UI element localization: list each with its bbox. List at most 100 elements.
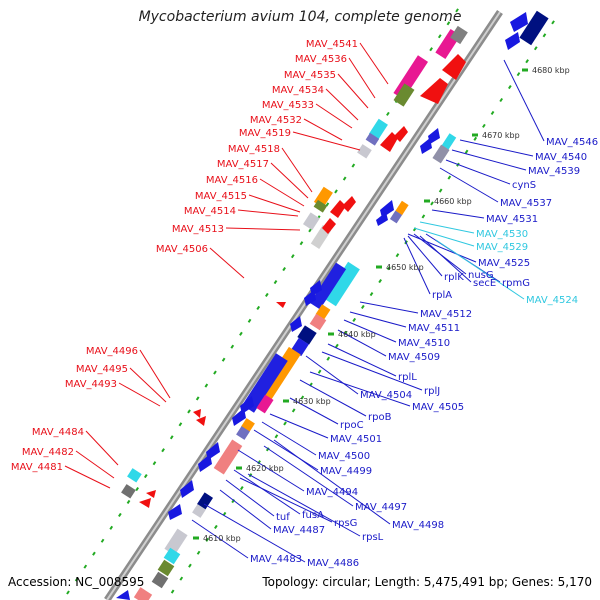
gene-block[interactable]	[368, 118, 388, 140]
gene-block[interactable]	[393, 83, 415, 107]
gene-label[interactable]: MAV_4483	[250, 554, 302, 565]
gene-block[interactable]	[309, 313, 327, 331]
gene-label[interactable]: rplA	[432, 290, 452, 301]
gene-label[interactable]: MAV_4505	[412, 402, 464, 413]
gene-label[interactable]: MAV_4535	[284, 70, 336, 81]
gene-arrow[interactable]	[380, 200, 394, 218]
gene-label[interactable]: MAV_4540	[535, 152, 587, 163]
gene-label[interactable]: rplL	[398, 372, 417, 383]
gene-block[interactable]	[313, 199, 328, 213]
gene-label[interactable]: MAV_4530	[476, 229, 528, 240]
gene-arrow[interactable]	[428, 128, 440, 144]
gene-label[interactable]: MAV_4509	[388, 352, 440, 363]
gene-arrow[interactable]	[342, 196, 356, 212]
gene-label[interactable]: nusG	[468, 270, 494, 281]
gene-label[interactable]: rplK	[444, 272, 464, 283]
gene-label[interactable]: MAV_4497	[355, 502, 407, 513]
gene-label[interactable]: MAV_4529	[476, 242, 528, 253]
gene-label[interactable]: rplJ	[424, 386, 440, 397]
gene-block[interactable]	[389, 210, 403, 224]
gene-label[interactable]: MAV_4525	[478, 258, 530, 269]
gene-arrow[interactable]	[442, 54, 466, 80]
gene-arrow[interactable]	[420, 138, 432, 154]
gene-block[interactable]	[395, 200, 409, 216]
gene-label[interactable]: MAV_4533	[262, 100, 314, 111]
gene-block[interactable]	[133, 587, 153, 600]
gene-block[interactable]	[213, 439, 243, 475]
gene-label[interactable]: MAV_4546	[546, 137, 598, 148]
gene-arrow[interactable]	[193, 409, 201, 418]
gene-label[interactable]: MAV_4500	[318, 451, 370, 462]
gene-block[interactable]	[151, 571, 169, 589]
gene-arrow[interactable]	[146, 490, 156, 498]
gene-label[interactable]: MAV_4484	[32, 427, 84, 438]
gene-block[interactable]	[192, 504, 206, 518]
gene-label[interactable]: fusA	[302, 510, 324, 521]
gene-block[interactable]	[309, 262, 347, 310]
gene-block[interactable]	[121, 484, 136, 499]
gene-label[interactable]: MAV_4511	[408, 323, 460, 334]
gene-label[interactable]: MAV_4504	[360, 390, 412, 401]
gene-arrow[interactable]	[505, 32, 520, 50]
gene-block[interactable]	[432, 144, 450, 164]
gene-block[interactable]	[242, 353, 288, 413]
gene-block[interactable]	[302, 212, 320, 231]
gene-label[interactable]: MAV_4514	[184, 206, 236, 217]
gene-label[interactable]: MAV_4510	[398, 338, 450, 349]
gene-label[interactable]: MAV_4496	[86, 346, 138, 357]
gene-arrow[interactable]	[290, 316, 302, 332]
gene-label[interactable]: MAV_4516	[206, 175, 258, 186]
gene-block[interactable]	[163, 547, 181, 565]
gene-label[interactable]: MAV_4493	[65, 379, 117, 390]
gene-label[interactable]: rpmG	[502, 278, 530, 289]
gene-label[interactable]: MAV_4537	[500, 198, 552, 209]
gene-arrow[interactable]	[276, 302, 286, 308]
gene-label[interactable]: MAV_4513	[172, 224, 224, 235]
gene-block[interactable]	[365, 132, 380, 146]
gene-label[interactable]: MAV_4498	[392, 520, 444, 531]
gene-label[interactable]: MAV_4506	[156, 244, 208, 255]
gene-label[interactable]: MAV_4534	[272, 85, 324, 96]
gene-block[interactable]	[236, 426, 250, 440]
gene-arrow[interactable]	[380, 132, 398, 152]
gene-arrow[interactable]	[510, 12, 528, 32]
gene-label[interactable]: MAV_4499	[320, 466, 372, 477]
gene-arrow[interactable]	[420, 78, 448, 104]
gene-label[interactable]: rpsL	[362, 532, 384, 543]
gene-arrow[interactable]	[232, 408, 246, 426]
gene-arrow[interactable]	[330, 200, 346, 218]
gene-label[interactable]: MAV_4515	[195, 191, 247, 202]
gene-label[interactable]: rpoB	[368, 412, 392, 423]
gene-label[interactable]: MAV_4541	[306, 39, 358, 50]
gene-label[interactable]: tuf	[276, 512, 290, 523]
gene-arrow[interactable]	[376, 212, 388, 226]
gene-label[interactable]: MAV_4524	[526, 295, 578, 306]
gene-label[interactable]: MAV_4536	[295, 54, 347, 65]
gene-label[interactable]: MAV_4495	[76, 364, 128, 375]
gene-arrow[interactable]	[198, 454, 212, 472]
gene-arrow[interactable]	[139, 498, 151, 508]
gene-label[interactable]: MAV_4518	[228, 144, 280, 155]
gene-block[interactable]	[519, 10, 549, 46]
gene-label[interactable]: MAV_4482	[22, 447, 74, 458]
gene-arrow[interactable]	[116, 590, 130, 600]
gene-label[interactable]: MAV_4532	[250, 115, 302, 126]
gene-label[interactable]: MAV_4487	[273, 525, 325, 536]
gene-arrow[interactable]	[394, 126, 408, 142]
gene-label[interactable]: cynS	[512, 180, 536, 191]
gene-block[interactable]	[450, 25, 468, 45]
gene-block[interactable]	[256, 394, 274, 414]
gene-block[interactable]	[357, 144, 372, 159]
gene-arrow[interactable]	[168, 504, 182, 520]
gene-label[interactable]: MAV_4486	[307, 558, 359, 569]
gene-label[interactable]: MAV_4494	[306, 487, 358, 498]
gene-label[interactable]: MAV_4501	[330, 434, 382, 445]
gene-block[interactable]	[196, 492, 214, 510]
gene-label[interactable]: MAV_4539	[528, 166, 580, 177]
gene-label[interactable]: rpoC	[340, 420, 364, 431]
gene-block[interactable]	[157, 559, 175, 577]
gene-label[interactable]: secE	[473, 278, 496, 289]
gene-block[interactable]	[297, 325, 317, 345]
gene-block[interactable]	[324, 261, 360, 307]
gene-arrow[interactable]	[196, 416, 206, 426]
